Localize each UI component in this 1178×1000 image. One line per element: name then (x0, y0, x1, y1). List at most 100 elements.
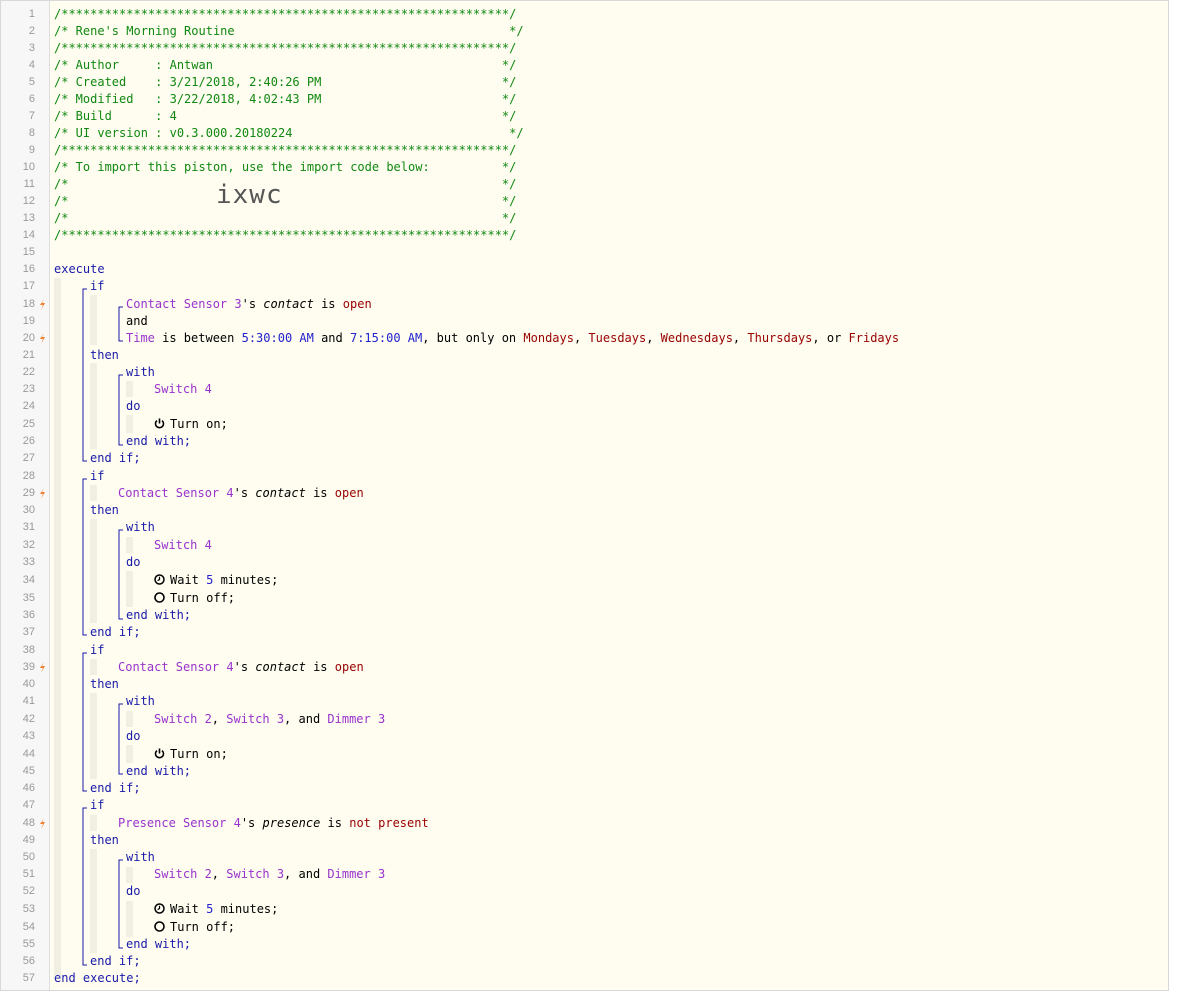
code-line: 29 Contact Sensor 4's contact is open (1, 485, 1161, 502)
code-line: 3/**************************************… (1, 40, 1161, 57)
code-line: 10/* To import this piston, use the impo… (1, 159, 1161, 176)
code-line: 6/* Modified : 3/22/2018, 4:02:43 PM */ (1, 91, 1161, 108)
day-value: Mondays (523, 331, 574, 345)
action-statement[interactable]: Wait 5 minutes; (154, 901, 278, 918)
time-value: 7:15:00 AM (349, 331, 423, 345)
text: and (313, 331, 350, 345)
if-keyword[interactable]: if (90, 279, 105, 293)
line-number: 21 (22, 349, 35, 361)
code-line: 12/* */ixwc (1, 182, 1161, 210)
condition[interactable]: Presence Sensor 4's presence is not pres… (118, 815, 429, 832)
line-number: 26 (22, 435, 35, 447)
condition[interactable]: Contact Sensor 4's contact is open (118, 485, 364, 502)
device-name: Time (126, 331, 155, 345)
line-number: 40 (22, 678, 35, 690)
device-name[interactable]: Switch 4 (154, 538, 212, 552)
with-keyword[interactable]: with (126, 520, 155, 534)
action-statement[interactable]: Turn on; (154, 746, 228, 763)
code-line: 37 end if; (1, 624, 1161, 641)
code-line: 14 /*************************************… (1, 227, 1161, 244)
and-operator[interactable]: and (126, 314, 148, 328)
code-line: 32 Switch 4 (1, 537, 1161, 554)
end-with-keyword: end with; (126, 937, 192, 951)
code-line: 1/**************************************… (1, 6, 1161, 23)
line-number: 28 (22, 470, 35, 482)
modified-comment: /* Modified : 3/22/2018, 4:02:43 PM */ (54, 92, 517, 106)
with-keyword[interactable]: with (126, 365, 155, 379)
line-number: 1 (28, 8, 35, 20)
line-number: 7 (28, 110, 35, 122)
text: , (211, 867, 227, 881)
if-keyword[interactable]: if (90, 798, 105, 812)
comment-border: /***************************************… (54, 228, 517, 242)
line-number: 13 (22, 212, 35, 224)
text: Wait (170, 902, 207, 916)
number-value: 5 (206, 573, 214, 587)
device-list[interactable]: Switch 2, Switch 3, and Dimmer 3 (154, 866, 385, 883)
line-number: 46 (22, 782, 35, 794)
line-number: 15 (22, 246, 35, 258)
line-number: 35 (22, 592, 35, 604)
code-line: 5/* Created : 3/21/2018, 2:40:26 PM */ (1, 74, 1161, 91)
do-keyword: do (126, 555, 141, 569)
code-line: 28 if (1, 468, 1161, 485)
condition[interactable]: Contact Sensor 4's contact is open (118, 659, 364, 676)
lightning-bolt-icon (40, 299, 45, 310)
lightning-bolt-icon (40, 662, 45, 673)
device-name: Dimmer 3 (327, 712, 386, 726)
line-number: 44 (22, 748, 35, 760)
line-number: 52 (22, 885, 35, 897)
device-name[interactable]: Switch 4 (154, 382, 212, 396)
line-number: 57 (22, 972, 35, 984)
device-name: Switch 3 (226, 712, 285, 726)
device-name: Switch 2 (154, 867, 212, 881)
condition[interactable]: Time is between 5:30:00 AM and 7:15:00 A… (126, 330, 899, 347)
end-if-keyword: end if; (90, 625, 141, 639)
line-number: 53 (22, 903, 35, 915)
with-keyword[interactable]: with (126, 850, 155, 864)
action-statement[interactable]: Turn on; (154, 416, 228, 433)
code-line: 8/* UI version : v0.3.000.20180224 */ (1, 125, 1161, 142)
device-name: Contact Sensor 4 (118, 660, 234, 674)
if-keyword[interactable]: if (90, 469, 105, 483)
line-number: 32 (22, 539, 35, 551)
line-number: 55 (22, 938, 35, 950)
action-statement[interactable]: Wait 5 minutes; (154, 572, 278, 589)
if-keyword[interactable]: if (90, 643, 105, 657)
piston-title-comment: /* Rene's Morning Routine */ (54, 24, 524, 38)
text: is (305, 660, 335, 674)
line-number: 11 (23, 178, 35, 190)
code-line: 53 Wait 5 minutes; (1, 901, 1161, 918)
lightning-bolt-icon (40, 818, 45, 829)
end-execute-keyword: end execute; (54, 971, 141, 985)
device-name: Presence Sensor 4 (118, 816, 241, 830)
build-comment: /* Build : 4 */ (54, 109, 517, 123)
line-number: 48 (22, 817, 35, 829)
with-keyword[interactable]: with (126, 694, 155, 708)
line-number: 3 (28, 42, 35, 54)
action-statement[interactable]: Turn off; (154, 919, 235, 936)
power-icon (154, 748, 165, 759)
device-list[interactable]: Switch 2, Switch 3, and Dimmer 3 (154, 711, 385, 728)
code-line: 9/**************************************… (1, 142, 1161, 159)
text: , (211, 712, 227, 726)
device-name: Switch 2 (154, 712, 212, 726)
line-number: 37 (22, 626, 35, 638)
line-number: 14 (22, 229, 35, 241)
action-text: Turn off; (170, 920, 236, 934)
line-number: 51 (22, 868, 35, 880)
import-code[interactable]: ixwc (216, 180, 283, 210)
condition[interactable]: Contact Sensor 3's contact is open (126, 296, 372, 313)
action-statement[interactable]: Turn off; (154, 590, 235, 607)
